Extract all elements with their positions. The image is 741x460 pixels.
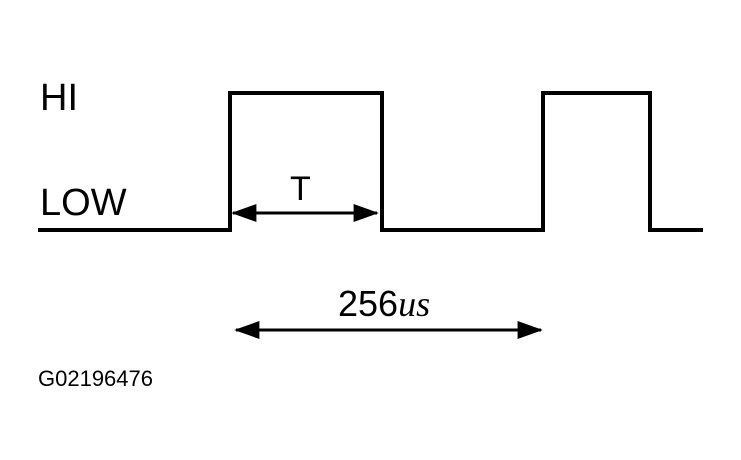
hi-level-label: HI: [40, 77, 78, 119]
period-label: 256us: [338, 283, 430, 324]
low-level-label: LOW: [40, 182, 127, 224]
pulse-width-label: T: [290, 170, 311, 208]
period-value: 256: [338, 283, 398, 324]
period-unit: us: [398, 284, 430, 324]
figure-code: G02196476: [38, 366, 153, 391]
square-wave-signal: [38, 91, 703, 232]
